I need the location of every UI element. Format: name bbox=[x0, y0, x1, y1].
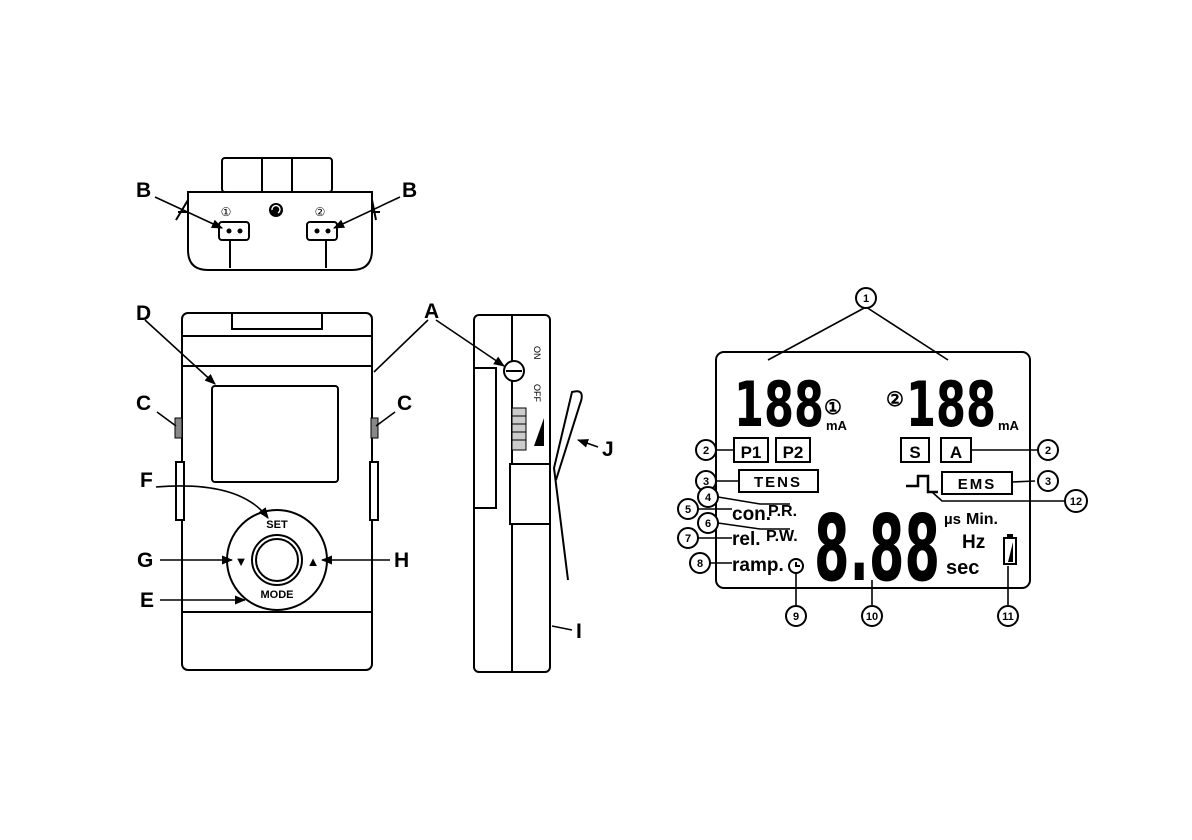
p2-label: P2 bbox=[783, 443, 804, 462]
jack-2 bbox=[307, 222, 337, 240]
rel-label: rel. bbox=[732, 529, 761, 550]
us-label: µs bbox=[944, 511, 961, 528]
label-c-left: C bbox=[136, 392, 151, 415]
top-view bbox=[176, 158, 380, 270]
front-view bbox=[175, 313, 378, 670]
up-button-icon: ▲ bbox=[307, 554, 320, 569]
lcd-window bbox=[212, 386, 338, 482]
label-b-right: B bbox=[402, 179, 417, 202]
tens-label: TENS bbox=[754, 474, 802, 491]
label-h: H bbox=[394, 549, 409, 572]
callout-7: 7 bbox=[685, 533, 691, 545]
label-b-left: B bbox=[136, 179, 151, 202]
a-label: A bbox=[950, 443, 962, 462]
callout-4: 4 bbox=[705, 492, 712, 504]
callout-2-left: 2 bbox=[703, 445, 709, 457]
callout-1: 1 bbox=[863, 293, 869, 305]
s-label: S bbox=[909, 443, 920, 462]
callout-3-left: 3 bbox=[703, 476, 709, 488]
side-view bbox=[474, 315, 582, 672]
label-e: E bbox=[140, 589, 154, 612]
con-label: con. bbox=[732, 504, 771, 525]
ch1-unit: mA bbox=[826, 418, 848, 433]
pr-label: P.R. bbox=[768, 503, 797, 520]
ch2-digits: 188 bbox=[906, 368, 996, 441]
label-a: A bbox=[424, 300, 439, 323]
belt-clip-base bbox=[510, 464, 550, 524]
ch1-digits: 188 bbox=[734, 368, 824, 441]
hz-label: Hz bbox=[962, 532, 985, 553]
ch2-marker: ② bbox=[886, 389, 904, 411]
down-button-icon: ▼ bbox=[235, 554, 248, 569]
ems-label: EMS bbox=[958, 476, 997, 493]
pw-label: P.W. bbox=[766, 528, 798, 545]
belt-clip-top bbox=[222, 158, 332, 192]
callout-5: 5 bbox=[685, 504, 691, 516]
side-panel-left bbox=[176, 462, 184, 520]
callout-10: 10 bbox=[866, 611, 878, 623]
callout-9: 9 bbox=[793, 611, 799, 623]
ch1-marker: ① bbox=[824, 397, 842, 419]
intensity-knob-right bbox=[371, 418, 378, 438]
center-button bbox=[256, 539, 298, 581]
main-digits: 8.88 bbox=[814, 495, 940, 602]
label-g: G bbox=[137, 549, 153, 572]
label-d: D bbox=[136, 302, 151, 325]
label-i: I bbox=[576, 620, 582, 643]
intensity-wheel bbox=[512, 408, 526, 450]
belt-clip-j bbox=[554, 391, 582, 580]
callout-6: 6 bbox=[705, 518, 711, 530]
sec-label: sec bbox=[946, 557, 979, 579]
callout-12: 12 bbox=[1070, 496, 1082, 508]
channel-2-marker: ② bbox=[315, 205, 326, 219]
ramp-label: ramp. bbox=[732, 555, 784, 576]
ch2-unit: mA bbox=[998, 418, 1020, 433]
set-label: SET bbox=[266, 519, 288, 531]
callout-2-right: 2 bbox=[1045, 445, 1051, 457]
label-f: F bbox=[140, 469, 153, 492]
switch-off-label: OFF bbox=[532, 384, 542, 402]
channel-1-marker: ① bbox=[221, 205, 232, 219]
min-label: Min. bbox=[966, 511, 998, 528]
clip-slot bbox=[232, 313, 322, 329]
callout-8: 8 bbox=[697, 558, 703, 570]
callout-11: 11 bbox=[1002, 611, 1014, 623]
p1-label: P1 bbox=[741, 443, 762, 462]
top-view-body bbox=[188, 192, 372, 270]
mode-label: MODE bbox=[261, 589, 294, 601]
jack-1 bbox=[219, 222, 249, 240]
intensity-knob-left bbox=[175, 418, 182, 438]
side-panel-right bbox=[370, 462, 378, 520]
switch-on-label: ON bbox=[532, 346, 542, 360]
label-c-right: C bbox=[397, 392, 412, 415]
callout-3-right: 3 bbox=[1045, 476, 1051, 488]
label-j: J bbox=[602, 438, 614, 461]
